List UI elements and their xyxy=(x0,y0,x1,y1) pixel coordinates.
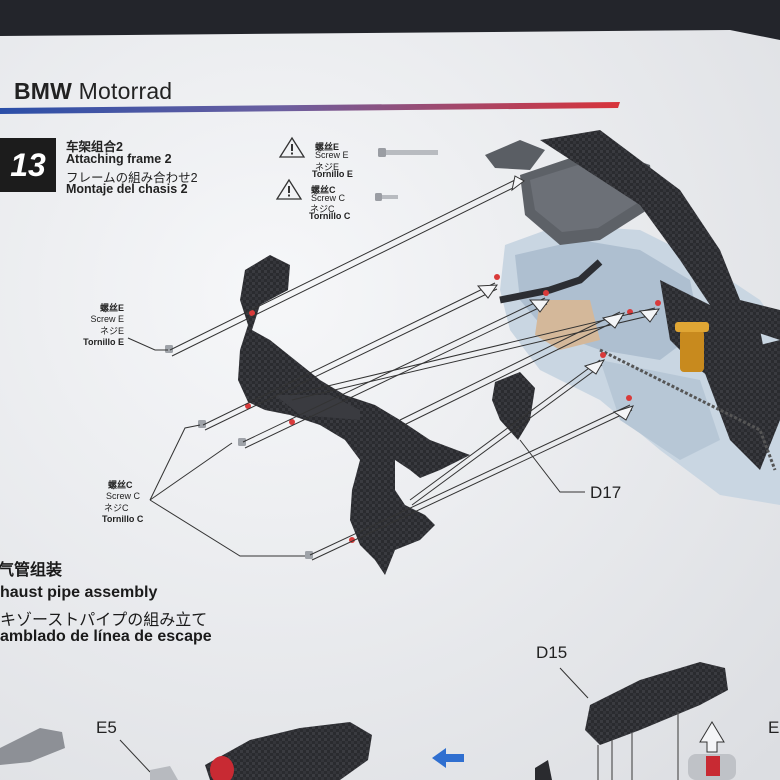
label-screw-e-ja: ネジE xyxy=(99,326,124,336)
screw-c-icon xyxy=(375,193,398,201)
step-title-es: Montaje del chasis 2 xyxy=(66,182,188,196)
step-number: 13 xyxy=(10,146,46,183)
legend-screw-c-ja: ネジC xyxy=(310,204,335,214)
legend-screw-e-en: Screw E xyxy=(315,150,349,160)
part-d17 xyxy=(492,372,535,440)
section-title-en: haust pipe assembly xyxy=(0,584,158,601)
step-number-badge: 13 xyxy=(0,138,56,192)
brand-logo: BMW Motorrad xyxy=(14,78,172,105)
warning-icon xyxy=(278,136,306,158)
section-title-es: amblado de línea de escape xyxy=(0,628,212,645)
callout-e-edge: E xyxy=(768,718,780,737)
screw-e-icon xyxy=(378,148,438,157)
label-screw-c-zh: 螺丝C xyxy=(108,480,133,490)
part-e5-tube xyxy=(205,722,372,780)
section-title-zh: 气管组装 xyxy=(0,562,63,579)
up-arrow-icon xyxy=(699,721,725,753)
legend-screw-c-en: Screw C xyxy=(311,193,346,203)
label-screw-c: 螺丝C Screw C ネジC Tornillo C xyxy=(90,478,150,524)
warning-icon xyxy=(275,178,303,200)
label-screw-e-en: Screw E xyxy=(90,314,124,324)
legend-screw-e-es: Tornillo E xyxy=(312,169,353,179)
engine-assembly xyxy=(485,130,780,505)
label-screw-c-ja: ネジC xyxy=(104,503,129,513)
label-screw-e-zh: 螺丝E xyxy=(99,303,124,313)
section-title-ja: キゾーストパイプの組み立て xyxy=(0,612,208,629)
label-screw-c-es: Tornillo C xyxy=(102,514,144,524)
brand-light: Motorrad xyxy=(72,78,173,104)
step-title-ja: フレームの組み合わせ2 xyxy=(66,171,198,185)
legend-screw-c-es: Tornillo C xyxy=(309,211,351,221)
callout-d17: D17 xyxy=(590,483,622,502)
callout-d15: D15 xyxy=(536,643,568,662)
step-title-en: Attaching frame 2 xyxy=(66,152,172,166)
callout-e5: E5 xyxy=(96,718,117,737)
label-screw-e-es: Tornillo E xyxy=(83,337,124,347)
blue-arrow-icon xyxy=(432,748,464,768)
header-stripe xyxy=(0,102,620,114)
part-d15 xyxy=(585,662,728,745)
legend-screw-e-zh: 螺丝E xyxy=(315,142,340,152)
legend-screw-e-ja: ネジE xyxy=(315,162,340,172)
label-screw-e: 螺丝E Screw E ネジE Tornillo E xyxy=(60,301,124,347)
step-title-zh: 车架组合2 xyxy=(66,140,123,154)
legend-screw-c-zh: 螺丝C xyxy=(311,185,336,195)
label-screw-c-en: Screw C xyxy=(106,491,141,501)
brand-bold: BMW xyxy=(14,78,73,104)
